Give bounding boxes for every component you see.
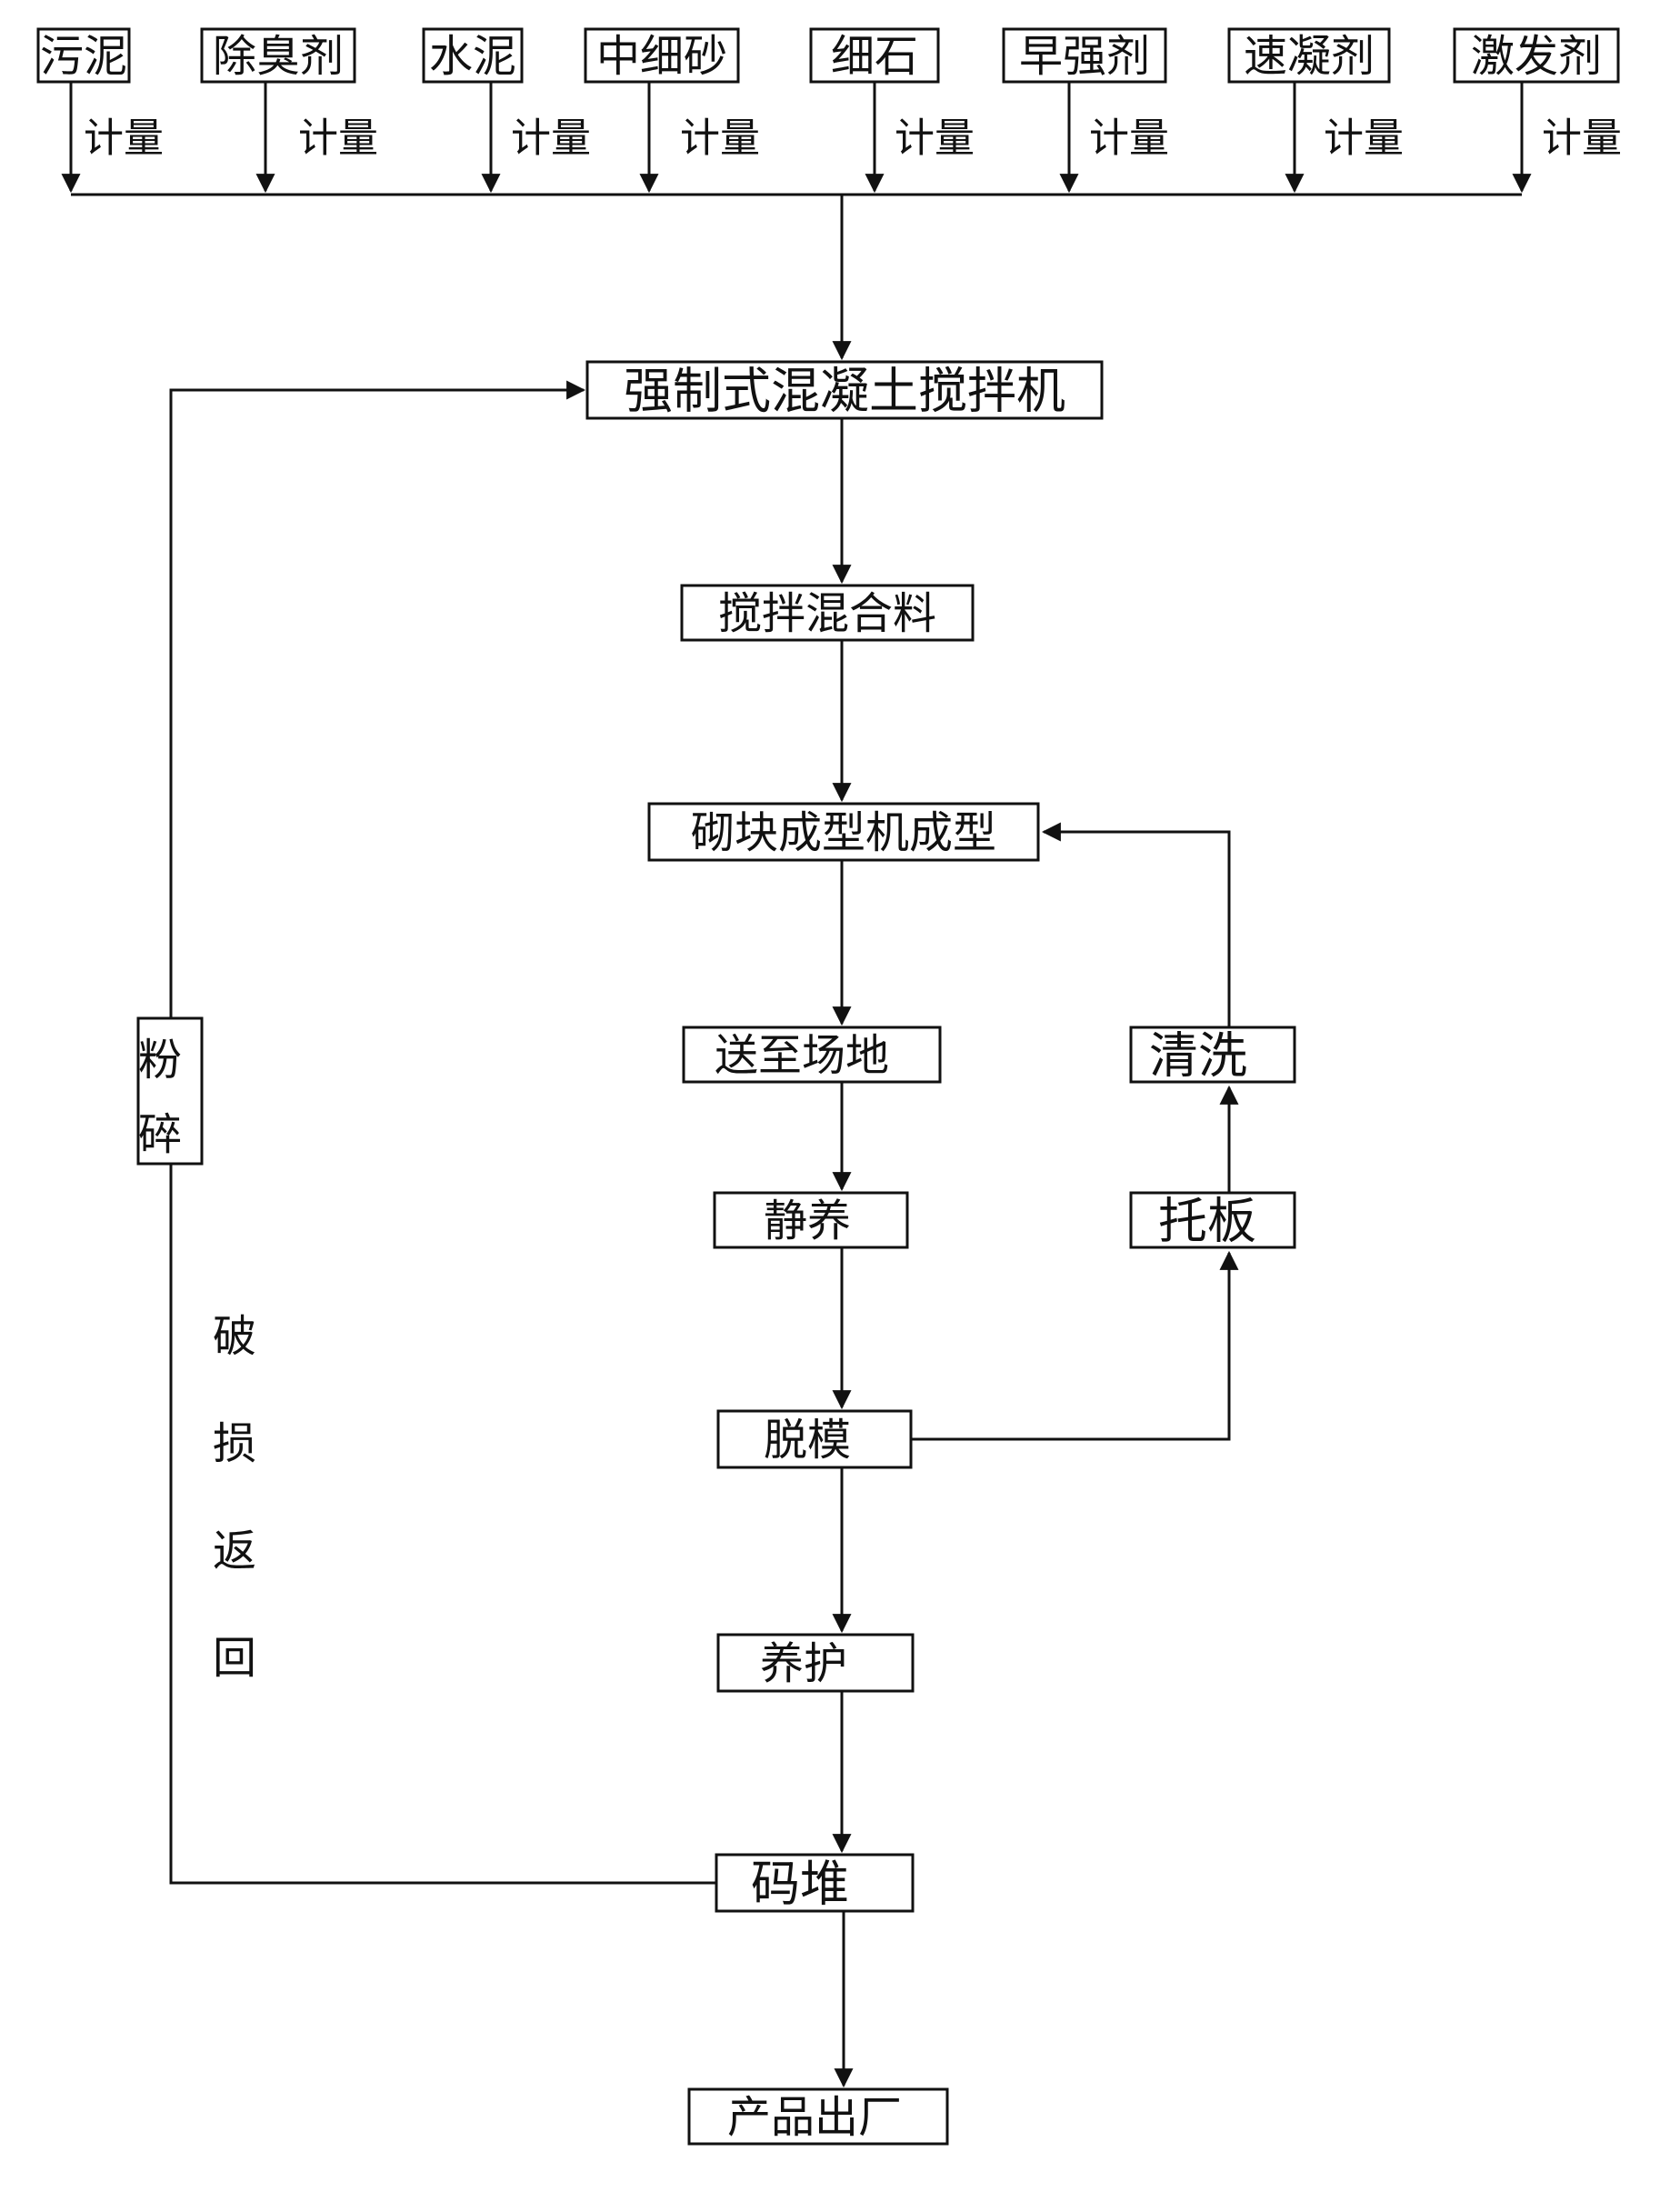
input-box-activator: 激发剂 bbox=[1453, 27, 1620, 84]
step-label: 码堆 bbox=[751, 1856, 849, 1913]
step-label: 脱模 bbox=[764, 1415, 851, 1466]
input-label: 激发剂 bbox=[1471, 31, 1602, 82]
metering-label: 计量 bbox=[84, 115, 164, 162]
metering-label: 计量 bbox=[680, 115, 760, 162]
step-label: 养护 bbox=[760, 1638, 847, 1689]
input-box-deodorant: 除臭剂 bbox=[200, 27, 356, 84]
step-box-mix: 搅拌混合料 bbox=[680, 584, 975, 642]
metering-label: 计量 bbox=[511, 115, 591, 162]
step-label: 清洗 bbox=[1149, 1027, 1247, 1085]
input-box-fine-sand: 中细砂 bbox=[584, 27, 740, 84]
crush-label-char: 粉 bbox=[138, 1035, 182, 1086]
crush-label-char: 碎 bbox=[138, 1109, 182, 1160]
metering-label: 计量 bbox=[895, 115, 975, 162]
input-label: 早强剂 bbox=[1019, 31, 1150, 82]
step-box-transport: 送至场地 bbox=[682, 1026, 942, 1084]
step-label: 产品出厂 bbox=[727, 2092, 902, 2143]
input-label: 水泥 bbox=[429, 31, 516, 82]
line-stack-to-crush bbox=[169, 1164, 716, 1885]
step-box-mixer: 强制式混凝土搅拌机 bbox=[585, 360, 1104, 420]
input-box-early-strength-agent: 早强剂 bbox=[1002, 27, 1167, 84]
return-label-char: 回 bbox=[213, 1633, 256, 1684]
step-label: 强制式混凝土搅拌机 bbox=[624, 363, 1065, 420]
input-box-accelerator: 速凝剂 bbox=[1227, 27, 1391, 84]
input-label: 细石 bbox=[831, 31, 918, 82]
metering-label: 计量 bbox=[298, 115, 378, 162]
input-label: 速凝剂 bbox=[1244, 31, 1375, 82]
metering-label: 计量 bbox=[1089, 115, 1169, 162]
step-box-ship: 产品出厂 bbox=[687, 2087, 949, 2146]
step-box-rest-cure: 静养 bbox=[713, 1191, 909, 1249]
input-label: 除臭剂 bbox=[213, 31, 344, 82]
return-label-char: 损 bbox=[213, 1418, 256, 1469]
step-box-cure: 养护 bbox=[716, 1633, 915, 1693]
metering-arrows bbox=[61, 82, 1532, 194]
arrow-crush-to-mixer bbox=[169, 380, 586, 1018]
arrow-clean-to-forming bbox=[1041, 822, 1231, 1027]
step-label: 托板 bbox=[1158, 1193, 1256, 1250]
step-box-pallet: 托板 bbox=[1129, 1191, 1296, 1250]
return-label-char: 返 bbox=[213, 1526, 256, 1576]
input-label: 中细砂 bbox=[596, 31, 727, 82]
step-box-stack: 码堆 bbox=[715, 1853, 915, 1913]
step-label: 送至场地 bbox=[715, 1030, 889, 1081]
arrow-demold-to-pallet bbox=[911, 1250, 1239, 1441]
step-label: 搅拌混合料 bbox=[718, 588, 936, 639]
step-box-demold: 脱模 bbox=[716, 1409, 913, 1469]
input-box-cement: 水泥 bbox=[422, 27, 524, 84]
metering-labels: 计量 计量 计量 计量 计量 计量 计量 计量 bbox=[84, 115, 1622, 162]
return-label: 破 损 返 回 bbox=[213, 1311, 256, 1684]
step-box-crush: 粉 碎 bbox=[136, 1016, 204, 1166]
step-label: 静养 bbox=[764, 1196, 851, 1246]
input-label: 污泥 bbox=[40, 31, 127, 82]
return-label-char: 破 bbox=[213, 1311, 256, 1362]
step-box-forming: 砌块成型机成型 bbox=[647, 802, 1040, 862]
step-label: 砌块成型机成型 bbox=[691, 807, 996, 858]
step-box-clean: 清洗 bbox=[1129, 1026, 1296, 1085]
input-box-sludge: 污泥 bbox=[36, 27, 131, 84]
input-box-fine-stone: 细石 bbox=[809, 27, 940, 84]
metering-label: 计量 bbox=[1324, 115, 1404, 162]
metering-label: 计量 bbox=[1542, 115, 1622, 162]
